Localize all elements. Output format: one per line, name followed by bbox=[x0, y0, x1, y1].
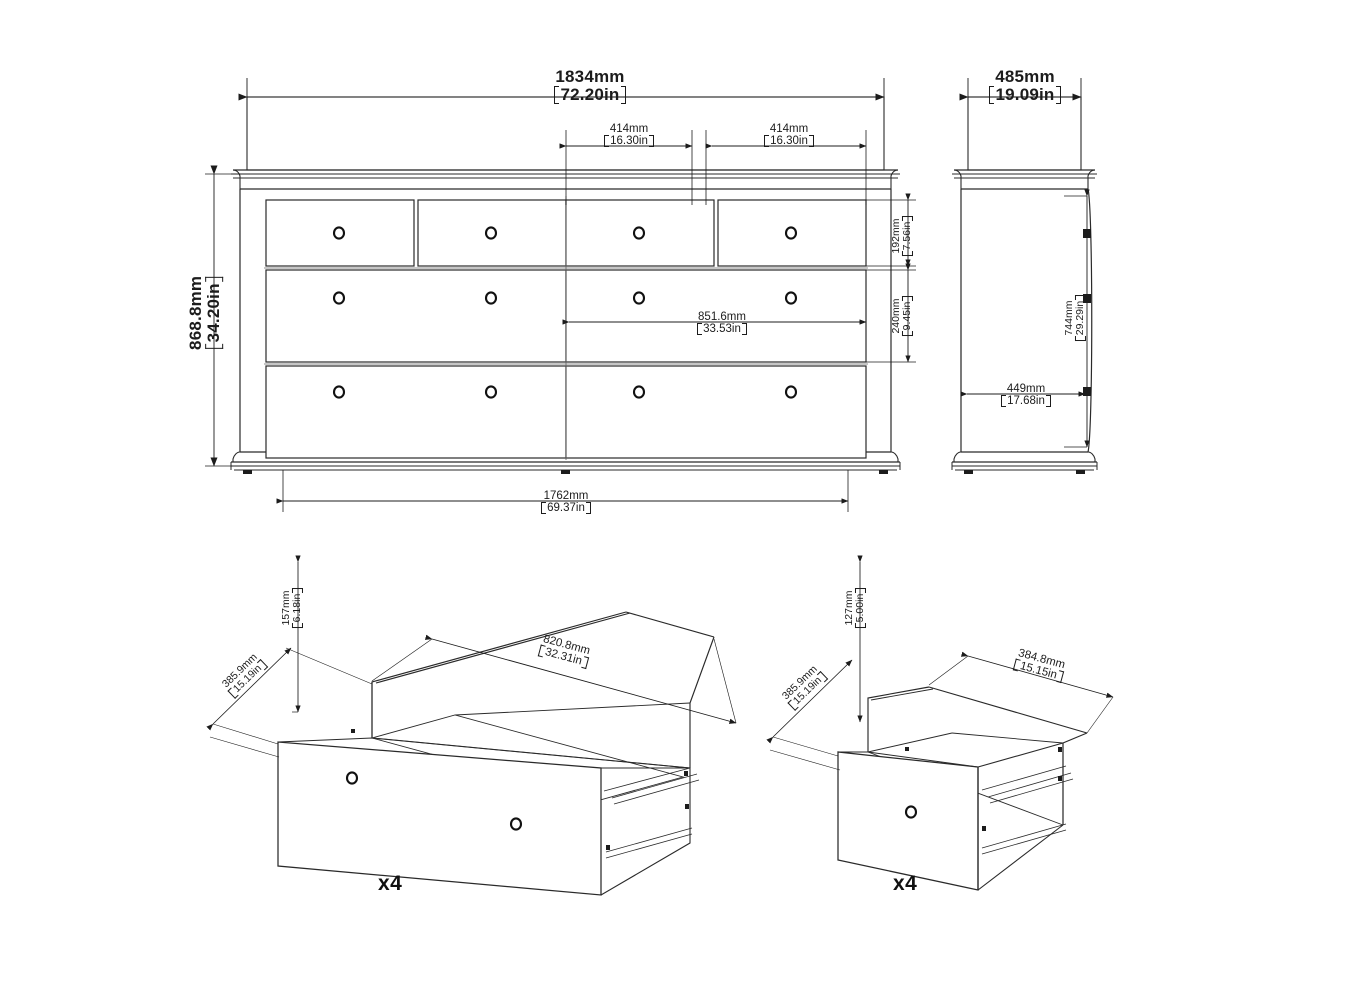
dim-wide-drawer-width: 851.6mm 33.53in bbox=[697, 311, 747, 336]
small-drawer-dimension-lines bbox=[766, 555, 1114, 771]
dim-small-drawer-width-left: 414mm 16.30in bbox=[579, 123, 679, 148]
dim-side-overall-depth: 485mm 19.09in bbox=[955, 68, 1095, 104]
dim-front-base-width: 1762mm 69.37in bbox=[516, 490, 616, 515]
dim-side-body-depth: 449mm 17.68in bbox=[976, 383, 1076, 408]
wide-drawer-geometry bbox=[277, 611, 715, 896]
dim-small-drawer-height: 127mm 5.00in bbox=[843, 548, 866, 668]
small-drawer-knobs bbox=[904, 805, 918, 819]
wide-drawer-quantity: x4 bbox=[378, 872, 403, 895]
dim-side-body-height: 744mm 29.29in bbox=[1063, 258, 1086, 378]
dim-front-overall-height: 868.8mm 34.20in bbox=[186, 275, 223, 350]
dim-small-drawer-width-right: 414mm 16.30in bbox=[739, 123, 839, 148]
dim-lower-drawer-height: 240mm 9.45in bbox=[890, 256, 913, 376]
small-drawer-quantity: x4 bbox=[893, 872, 918, 895]
front-view-body bbox=[230, 96, 901, 474]
dim-front-overall-width: 1834mm 72.20in bbox=[554, 67, 626, 104]
side-view-dimension-lines bbox=[959, 78, 1090, 448]
small-drawer-geometry bbox=[837, 686, 1088, 891]
